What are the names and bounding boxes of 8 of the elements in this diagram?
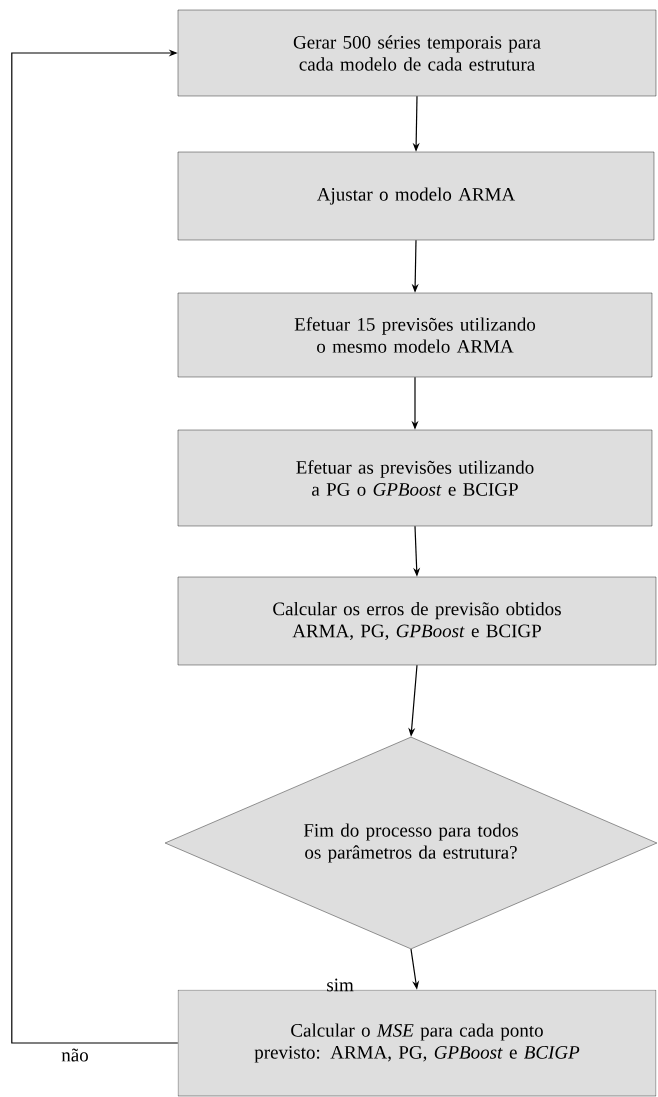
process-box: Calcular os erros de previsão obtidos ARMA, PG, GPBoost e BCIGP <box>177 576 657 666</box>
process-box: Ajustar o modelo ARMA <box>177 151 655 241</box>
process-box: Efetuar 15 previsões utilizando o mesmo modelo ARMA <box>177 292 653 378</box>
process-box: Gerar 500 séries temporais para cada modelo de cada estrutura <box>177 9 657 97</box>
edge-label: não <box>61 1048 88 1062</box>
process-box: Efetuar as previsões utilizando a PG o GPBoost e BCIGP <box>177 429 653 527</box>
arrow <box>11 49 179 1044</box>
edge-label: sim <box>327 978 354 992</box>
